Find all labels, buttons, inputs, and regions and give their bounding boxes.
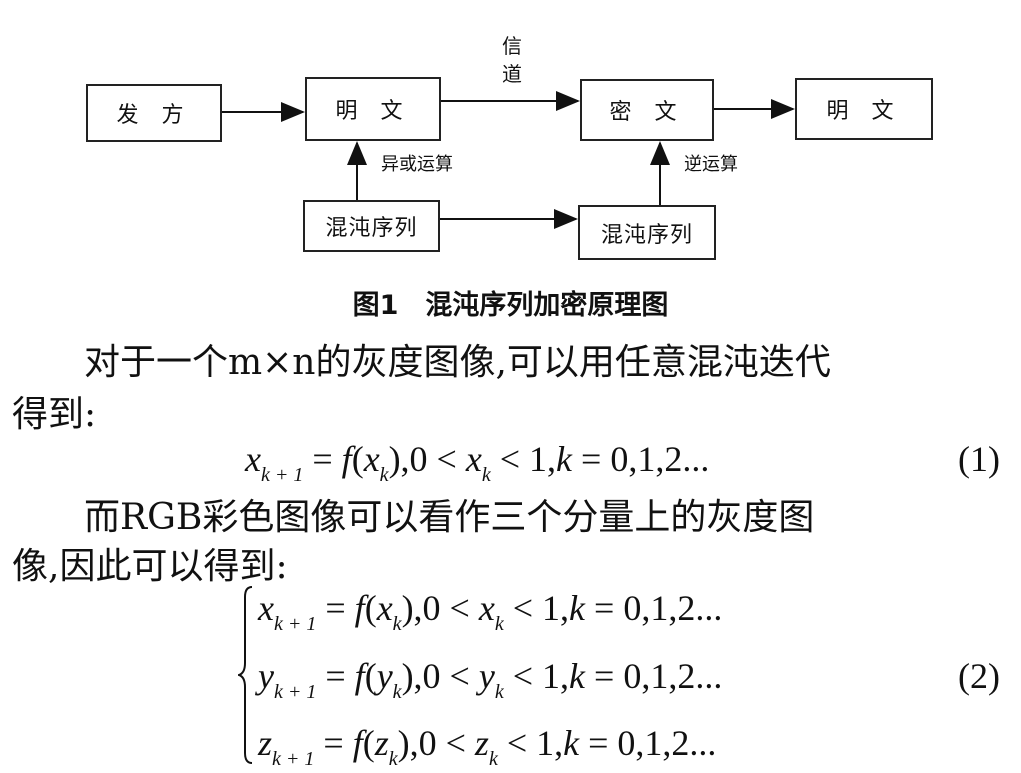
eq2-x-func: f	[354, 588, 365, 628]
eq1-arg-var: x	[363, 439, 380, 479]
eq2-y-func: f	[354, 656, 365, 696]
equation-2-row-z: zk + 1 = f(zk),0 < zk < 1,k = 0,1,2...	[258, 723, 717, 770]
label-channel: 信 道	[497, 32, 527, 88]
para2-line2: 像,因此可以得到:	[12, 546, 288, 587]
eq1-lhs-sub: k + 1	[260, 464, 304, 486]
eq2-y-lhs-var: y	[258, 656, 274, 696]
equation-2-row-y: yk + 1 = f(yk),0 < yk < 1,k = 0,1,2...	[258, 656, 723, 703]
label-channel-line2: 道	[502, 62, 522, 86]
label-xor: 异或运算	[381, 154, 453, 175]
eq2-y-arg-sub: k	[392, 681, 402, 703]
para1-line1: 对于一个m×n的灰度图像,可以用任意混沌迭代	[12, 342, 831, 383]
left-brace	[238, 586, 253, 764]
equation-1-number: (1)	[958, 439, 1000, 479]
para1-line2: 得到:	[12, 394, 97, 435]
eq1-rest2: < 1,	[490, 439, 557, 479]
eq2-z-tail: = 0,1,2...	[579, 723, 717, 763]
equation-1: xk + 1 = f(xk),0 < xk < 1,k = 0,1,2...	[245, 439, 710, 486]
equation-2-number: (2)	[958, 656, 1000, 696]
eq2-z-lhs-var: z	[258, 723, 273, 763]
eq1-rest1: ),0 <	[388, 439, 466, 479]
eq2-z-func: f	[352, 723, 363, 763]
equation-2-row-x: xk + 1 = f(xk),0 < xk < 1,k = 0,1,2...	[258, 588, 723, 635]
diagram-arrows	[222, 91, 795, 229]
label-channel-line1: 信	[502, 34, 522, 58]
eq1-k: k	[556, 439, 573, 479]
eq2-x-arg-var: x	[376, 588, 393, 628]
eq1-cond-sub: k	[481, 464, 491, 486]
eq2-x-lhs-sub: k + 1	[273, 613, 317, 635]
eq1-tail: = 0,1,2...	[572, 439, 710, 479]
box-plaintext-left: 明 文	[305, 77, 441, 141]
figure-caption: 图1 混沌序列加密原理图	[352, 290, 669, 321]
box-ciphertext: 密 文	[580, 79, 714, 141]
eq2-z-cond-var: z	[474, 723, 489, 763]
eq2-x-arg-sub: k	[392, 613, 402, 635]
eq2-x-cond-sub: k	[494, 613, 504, 635]
eq1-func: f	[341, 439, 352, 479]
eq2-x-cond-var: x	[478, 588, 495, 628]
eq1-mid: =	[303, 439, 342, 479]
eq2-x-tail: = 0,1,2...	[585, 588, 723, 628]
box-sender: 发 方	[86, 84, 222, 142]
box-plaintext-right: 明 文	[795, 78, 933, 140]
eq1-cond-var: x	[465, 439, 482, 479]
eq2-y-lhs-sub: k + 1	[273, 681, 317, 703]
eq2-y-tail: = 0,1,2...	[585, 656, 723, 696]
eq2-z-lhs-sub: k + 1	[272, 748, 315, 770]
eq2-x-lhs-var: x	[258, 588, 274, 628]
label-inverse: 逆运算	[684, 154, 738, 175]
box-chaos-left: 混沌序列	[303, 200, 440, 252]
eq2-z-cond-sub: k	[488, 748, 498, 770]
para2-line1: 而RGB彩色图像可以看作三个分量上的灰度图	[12, 497, 815, 538]
box-chaos-right: 混沌序列	[578, 205, 716, 260]
eq1-arg-sub: k	[379, 464, 389, 486]
eq2-z-arg-var: z	[374, 723, 389, 763]
eq1-lhs-var: x	[245, 439, 261, 479]
eq2-y-arg-var: y	[376, 656, 393, 696]
eq2-y-cond-var: y	[478, 656, 495, 696]
eq2-z-arg-sub: k	[388, 748, 398, 770]
eq2-y-cond-sub: k	[494, 681, 504, 703]
